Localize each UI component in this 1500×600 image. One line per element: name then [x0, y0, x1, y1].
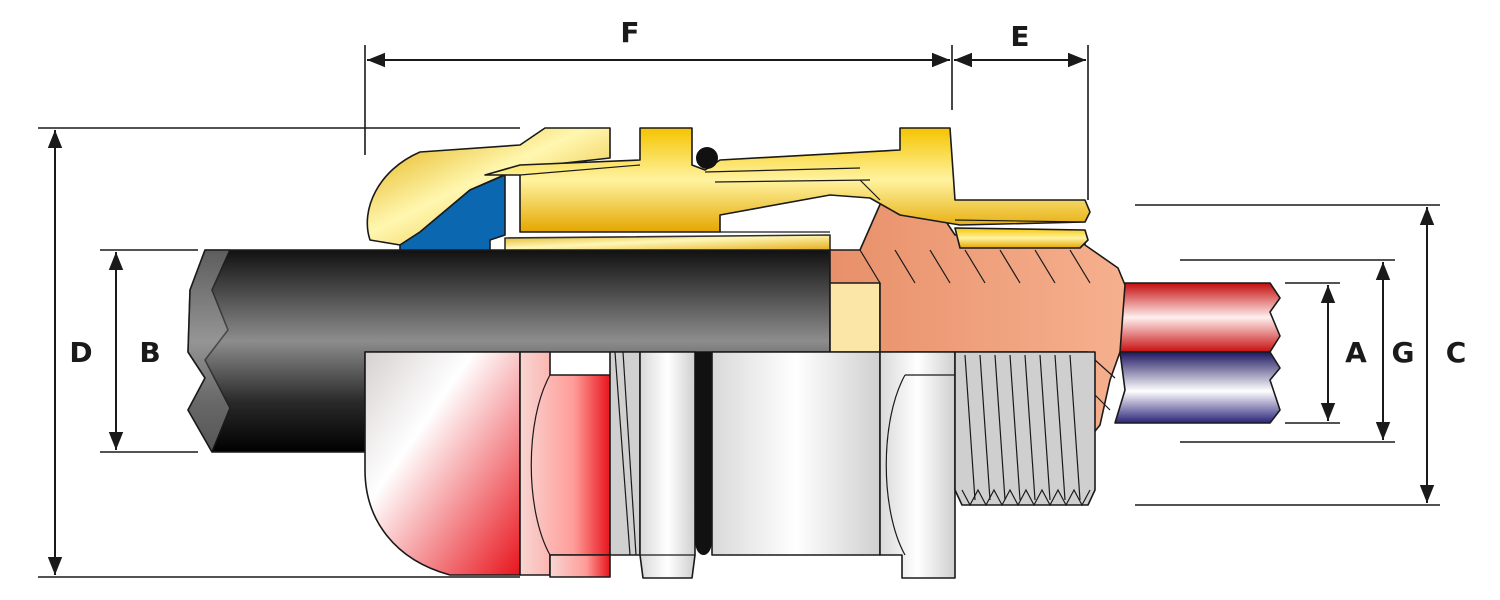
brass-entry-nut — [484, 127, 1091, 233]
label-G: G — [1392, 336, 1415, 369]
label-D: D — [69, 336, 92, 369]
label-B: B — [139, 336, 160, 369]
entry-nut-lower — [639, 351, 696, 579]
thread-left-lines — [614, 351, 637, 556]
hex-body-lower — [879, 351, 956, 579]
sheath-cut-end — [187, 249, 231, 453]
male-thread-lines — [961, 354, 1091, 507]
male-thread — [954, 351, 1096, 506]
core-blue — [1114, 351, 1281, 424]
gland-body-lower — [711, 351, 881, 556]
dimension-lines — [47, 52, 1435, 575]
label-C: C — [1446, 336, 1467, 369]
brass-section-lines — [519, 164, 1086, 236]
label-A: A — [1345, 336, 1367, 369]
red-cap-body — [364, 351, 521, 576]
red-cap-flange — [549, 554, 611, 578]
hex-curve — [885, 374, 906, 556]
cone-ring — [829, 280, 881, 353]
o-ring-top — [696, 147, 718, 169]
blue-seal — [399, 174, 506, 251]
brass-inner-ring — [504, 234, 831, 251]
o-ring-bottom — [695, 352, 712, 555]
brass-lower-lip — [954, 227, 1089, 249]
extension-lines — [38, 45, 1440, 578]
copper-hatch — [859, 249, 1116, 411]
red-cap-curve — [530, 374, 551, 556]
label-E: E — [1010, 20, 1029, 53]
red-cap-face — [519, 351, 611, 576]
label-F: F — [620, 16, 639, 49]
